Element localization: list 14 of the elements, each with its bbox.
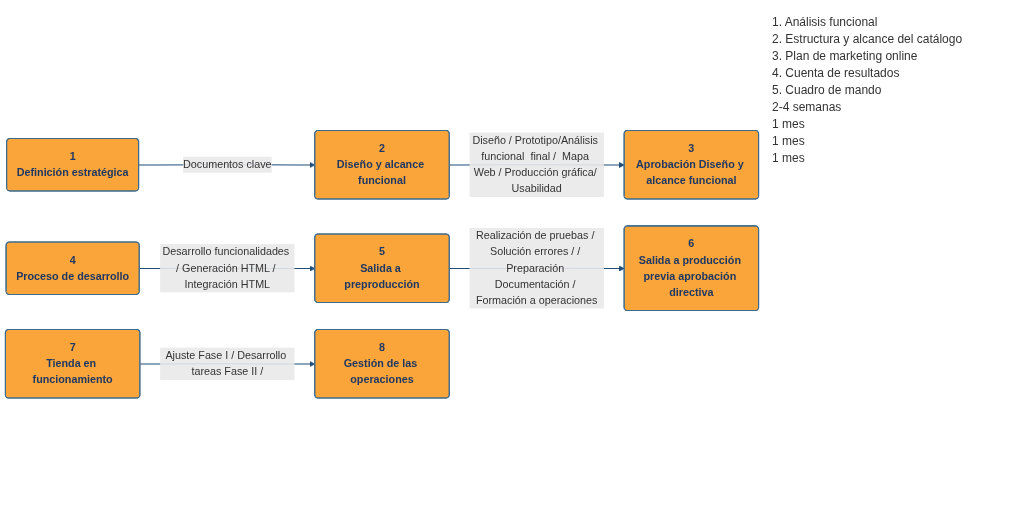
note-text: 3. Plan de marketing online (772, 49, 919, 63)
note-text: 1 mes (772, 151, 806, 165)
edge-label: Documentos clave (183, 158, 272, 171)
note-text: 1. Análisis funcional (772, 15, 879, 29)
edge-label: Desarrollo funcionalidades / Generación HTML / Integración HTML (162, 246, 290, 291)
edge-label: Ajuste Fase I / Desarrollo tareas Fase II / (165, 349, 287, 378)
note-text: 2. Estructura y alcance del catálogo (772, 32, 964, 46)
note-text: 5. Cuadro de mando (772, 83, 883, 97)
note-text: 2-4 semanas (772, 100, 843, 114)
note-text: 4. Cuenta de resultados (772, 66, 901, 80)
edge-label: Realización de pruebas / Solución errores / / Preparación Documentación / Formación a operaciones (475, 230, 598, 307)
note-text: 1 mes (772, 117, 806, 131)
edge-label: Diseño / Prototipo/Análisis funcional final / Mapa Web / Producción gráfica/ Usabilidad (472, 134, 598, 195)
note-text: 1 mes (772, 134, 806, 148)
